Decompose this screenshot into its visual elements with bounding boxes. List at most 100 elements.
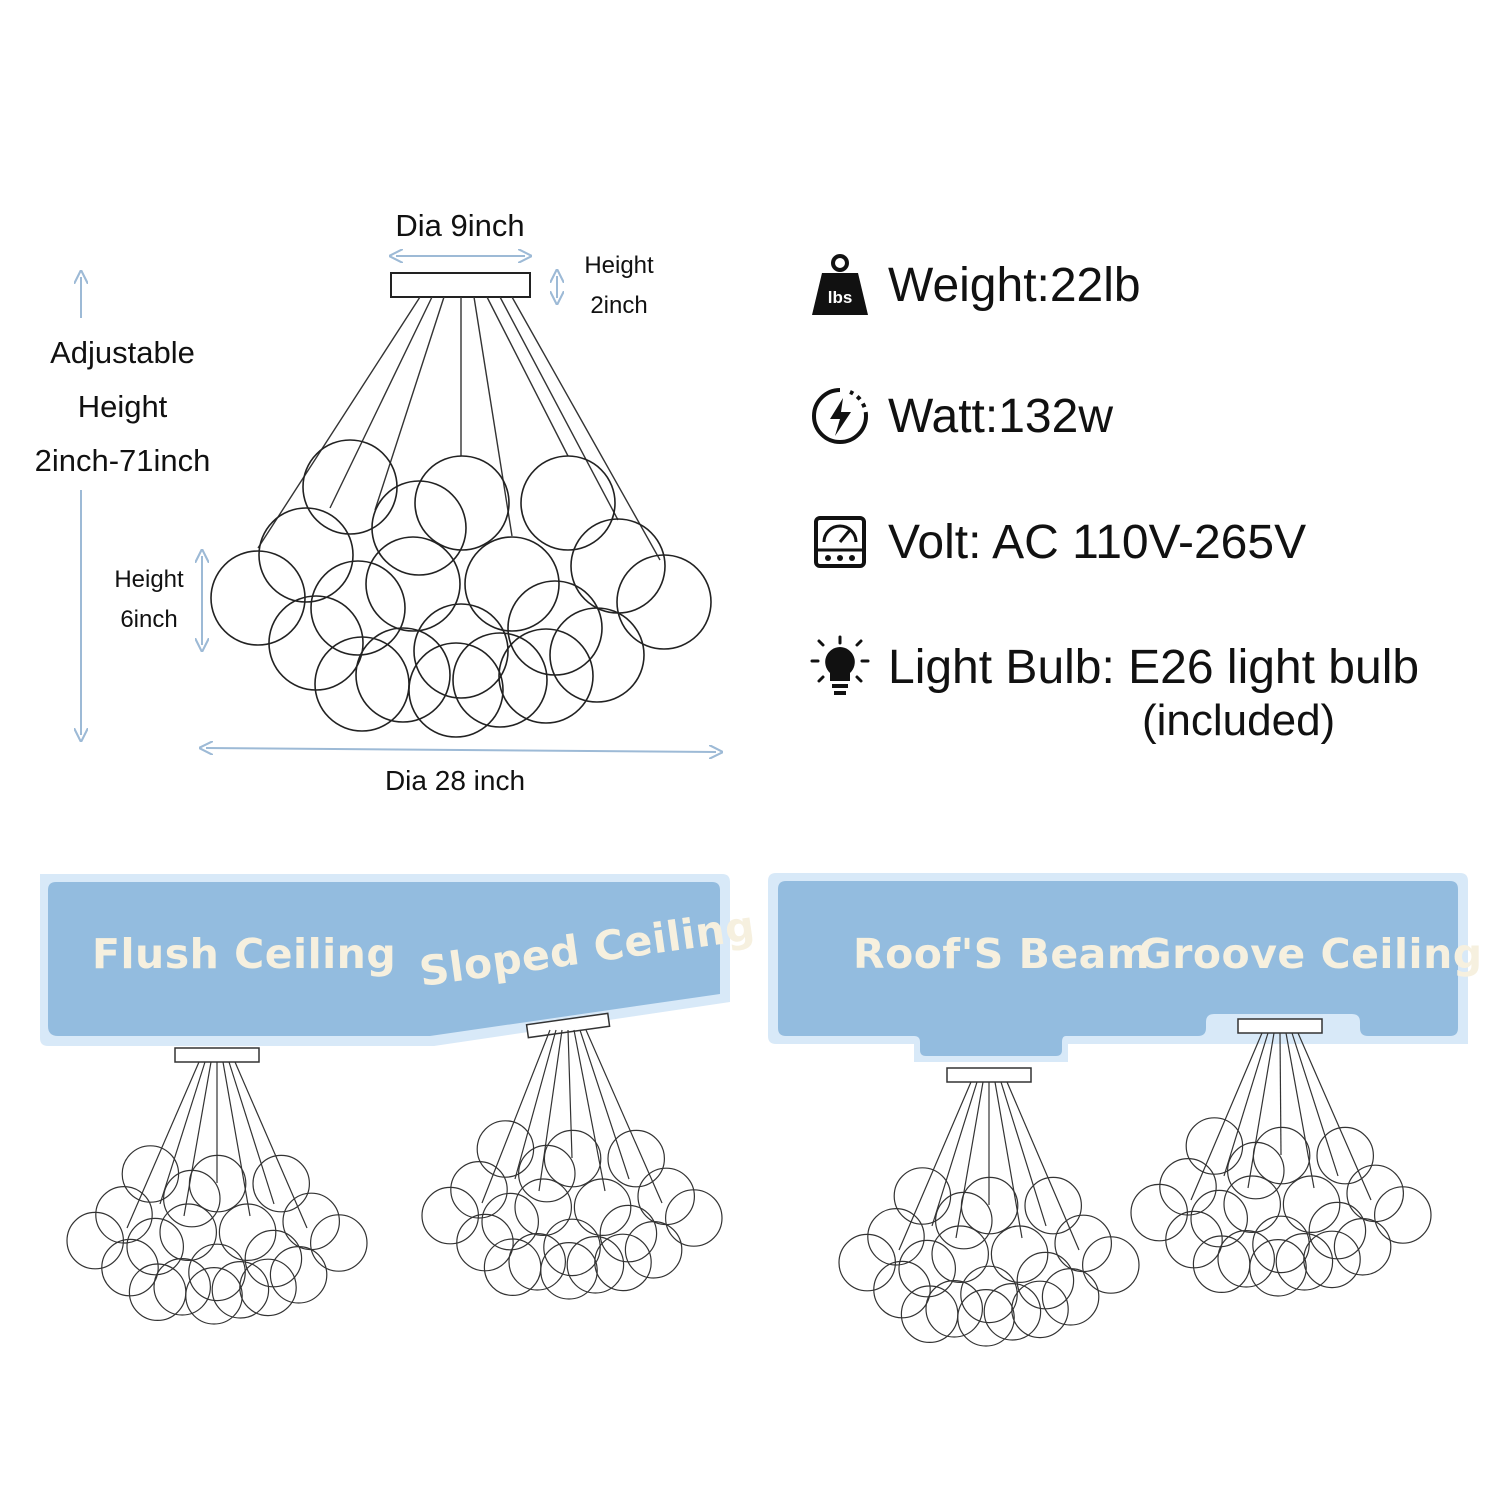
globe <box>211 1261 270 1319</box>
wire <box>1006 1081 1080 1251</box>
globe <box>421 1186 480 1245</box>
globe <box>1130 1183 1189 1242</box>
spec-volt-text: Volt: AC 110V-265V <box>888 515 1307 569</box>
globe <box>1082 1236 1140 1294</box>
groove-canopy <box>1237 1018 1323 1034</box>
wire <box>222 1061 251 1217</box>
globe <box>508 1233 567 1291</box>
globe <box>365 536 461 632</box>
canopy-height-label-1: Height <box>584 252 654 279</box>
globe <box>413 603 509 699</box>
globe <box>218 1203 277 1262</box>
wire <box>514 1029 557 1180</box>
globe <box>414 455 510 551</box>
voltmeter-icon <box>810 512 870 572</box>
globe <box>540 1242 598 1300</box>
globe <box>188 1154 247 1213</box>
globe <box>452 632 548 728</box>
globe <box>1159 1158 1217 1216</box>
roof-beam-label: Roof'S Beam <box>853 930 1151 978</box>
globe <box>594 1233 652 1292</box>
wire <box>159 1061 206 1205</box>
globe-height-label-2: 6inch <box>120 606 178 633</box>
globe <box>934 1191 993 1250</box>
wire <box>1297 1032 1372 1201</box>
globe <box>1016 1251 1075 1310</box>
wire <box>1291 1032 1339 1177</box>
globe <box>239 1258 297 1317</box>
globe <box>624 1221 683 1279</box>
globe <box>244 1229 303 1288</box>
globe <box>573 1178 632 1237</box>
globe <box>1249 1239 1307 1297</box>
globe <box>664 1189 723 1247</box>
power-bolt-icon <box>810 386 870 446</box>
wire <box>1279 1032 1282 1156</box>
wire <box>1223 1032 1269 1177</box>
wire <box>473 296 513 537</box>
wire <box>573 1029 606 1192</box>
spec-bulb-subtext: (included) <box>1142 696 1336 745</box>
groove-ceiling-label: Groove Ceiling <box>1138 930 1483 978</box>
globe <box>126 1217 185 1276</box>
spec-bulb: Light Bulb: E26 light bulb <box>810 635 1419 697</box>
globe <box>1333 1218 1392 1276</box>
globe <box>269 1246 328 1304</box>
globe <box>258 507 354 603</box>
globe <box>450 1161 508 1219</box>
globe <box>1252 1215 1310 1274</box>
left-banner <box>48 882 720 1036</box>
wire <box>228 1061 275 1205</box>
globe <box>408 642 504 738</box>
globe <box>1217 1230 1276 1288</box>
wire <box>329 296 433 509</box>
globe <box>607 1129 666 1188</box>
globe <box>566 1236 625 1294</box>
beam-mini-chandelier <box>838 1081 1140 1347</box>
globe <box>153 1258 212 1316</box>
globe <box>599 1204 658 1263</box>
globe <box>1275 1233 1334 1291</box>
globe <box>898 1239 957 1298</box>
wire <box>234 1061 308 1229</box>
globe <box>1316 1126 1375 1185</box>
groove-mini-chandelier <box>1130 1032 1432 1297</box>
globe <box>520 455 616 551</box>
glass-globes <box>210 439 712 738</box>
flush-mini-chandelier <box>66 1061 368 1325</box>
sloped-mini-chandelier <box>421 1029 723 1300</box>
globe <box>355 627 451 723</box>
adjustable-height-label-3: 2inch-71inch <box>34 443 211 478</box>
svg-text:lbs: lbs <box>828 288 853 307</box>
globe <box>1252 1126 1311 1185</box>
globe <box>514 1178 573 1237</box>
wire <box>955 1081 984 1239</box>
fixture-diameter-label: Dia 28 inch <box>384 765 526 796</box>
wire <box>374 296 445 511</box>
wire <box>1190 1032 1263 1201</box>
wire <box>567 1029 573 1159</box>
globe <box>990 1225 1049 1284</box>
adjustable-height-label-1: Adjustable <box>50 335 195 370</box>
globe <box>517 1144 576 1203</box>
wire <box>486 296 569 457</box>
light-bulb-icon <box>810 635 870 697</box>
wire <box>1285 1032 1315 1189</box>
globe <box>476 1120 535 1178</box>
globe <box>838 1233 897 1292</box>
globe <box>1223 1175 1282 1234</box>
globe <box>66 1211 125 1270</box>
spec-weight-text: Weight:22lb <box>888 258 1141 312</box>
globe <box>1024 1176 1083 1235</box>
globe <box>252 1154 311 1213</box>
wire <box>931 1081 978 1227</box>
wire <box>538 1029 563 1192</box>
globe <box>867 1208 925 1266</box>
flush-canopy <box>174 1047 260 1063</box>
wire <box>183 1061 212 1217</box>
globe-height-label-1: Height <box>114 566 184 593</box>
globe <box>1303 1230 1361 1289</box>
wire <box>1247 1032 1275 1189</box>
